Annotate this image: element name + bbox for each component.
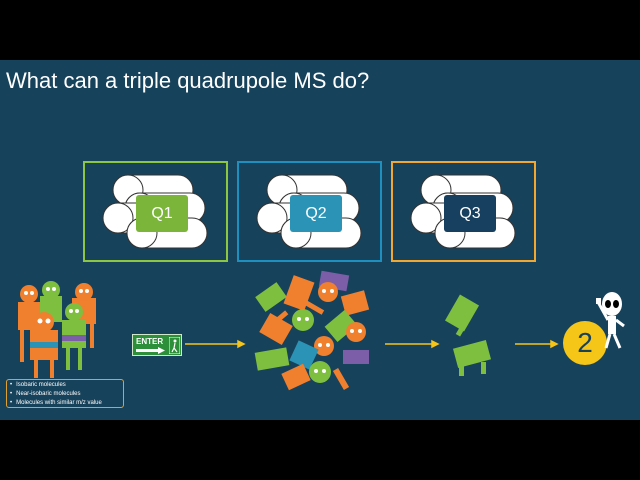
robot-crowd-icon (18, 281, 96, 378)
alien-icon (596, 292, 625, 349)
legend-item: Molecules with similar m/z value (10, 399, 120, 408)
walking-person-icon (169, 337, 180, 354)
legend-item: Near-isobaric molecules (10, 390, 120, 399)
quadrupole-q2-box: Q2 (237, 161, 382, 262)
molecule-type-legend: Isobaric molecules Near-isobaric molecul… (6, 379, 124, 408)
slide-title: What can a triple quadrupole MS do? (6, 68, 370, 93)
quadrupole-q2-label: Q2 (290, 195, 342, 232)
legend-item: Isobaric molecules (10, 381, 120, 390)
quadrupole-q3-box: Q3 (391, 161, 536, 262)
enter-sign: ENTER (132, 334, 182, 356)
flow-arrows (185, 339, 559, 349)
scattered-robots-icon (254, 270, 370, 391)
selected-robots-icon (445, 294, 492, 376)
quadrupole-q3-label: Q3 (444, 195, 496, 232)
slide: What can a triple quadrupole MS do? Q1 (0, 60, 640, 420)
quadrupole-q1-label: Q1 (136, 195, 188, 232)
result-count-badge: 2 (563, 321, 607, 365)
arrow-right-icon (136, 347, 165, 354)
quadrupole-q1-box: Q1 (83, 161, 228, 262)
enter-sign-text: ENTER (136, 337, 164, 346)
